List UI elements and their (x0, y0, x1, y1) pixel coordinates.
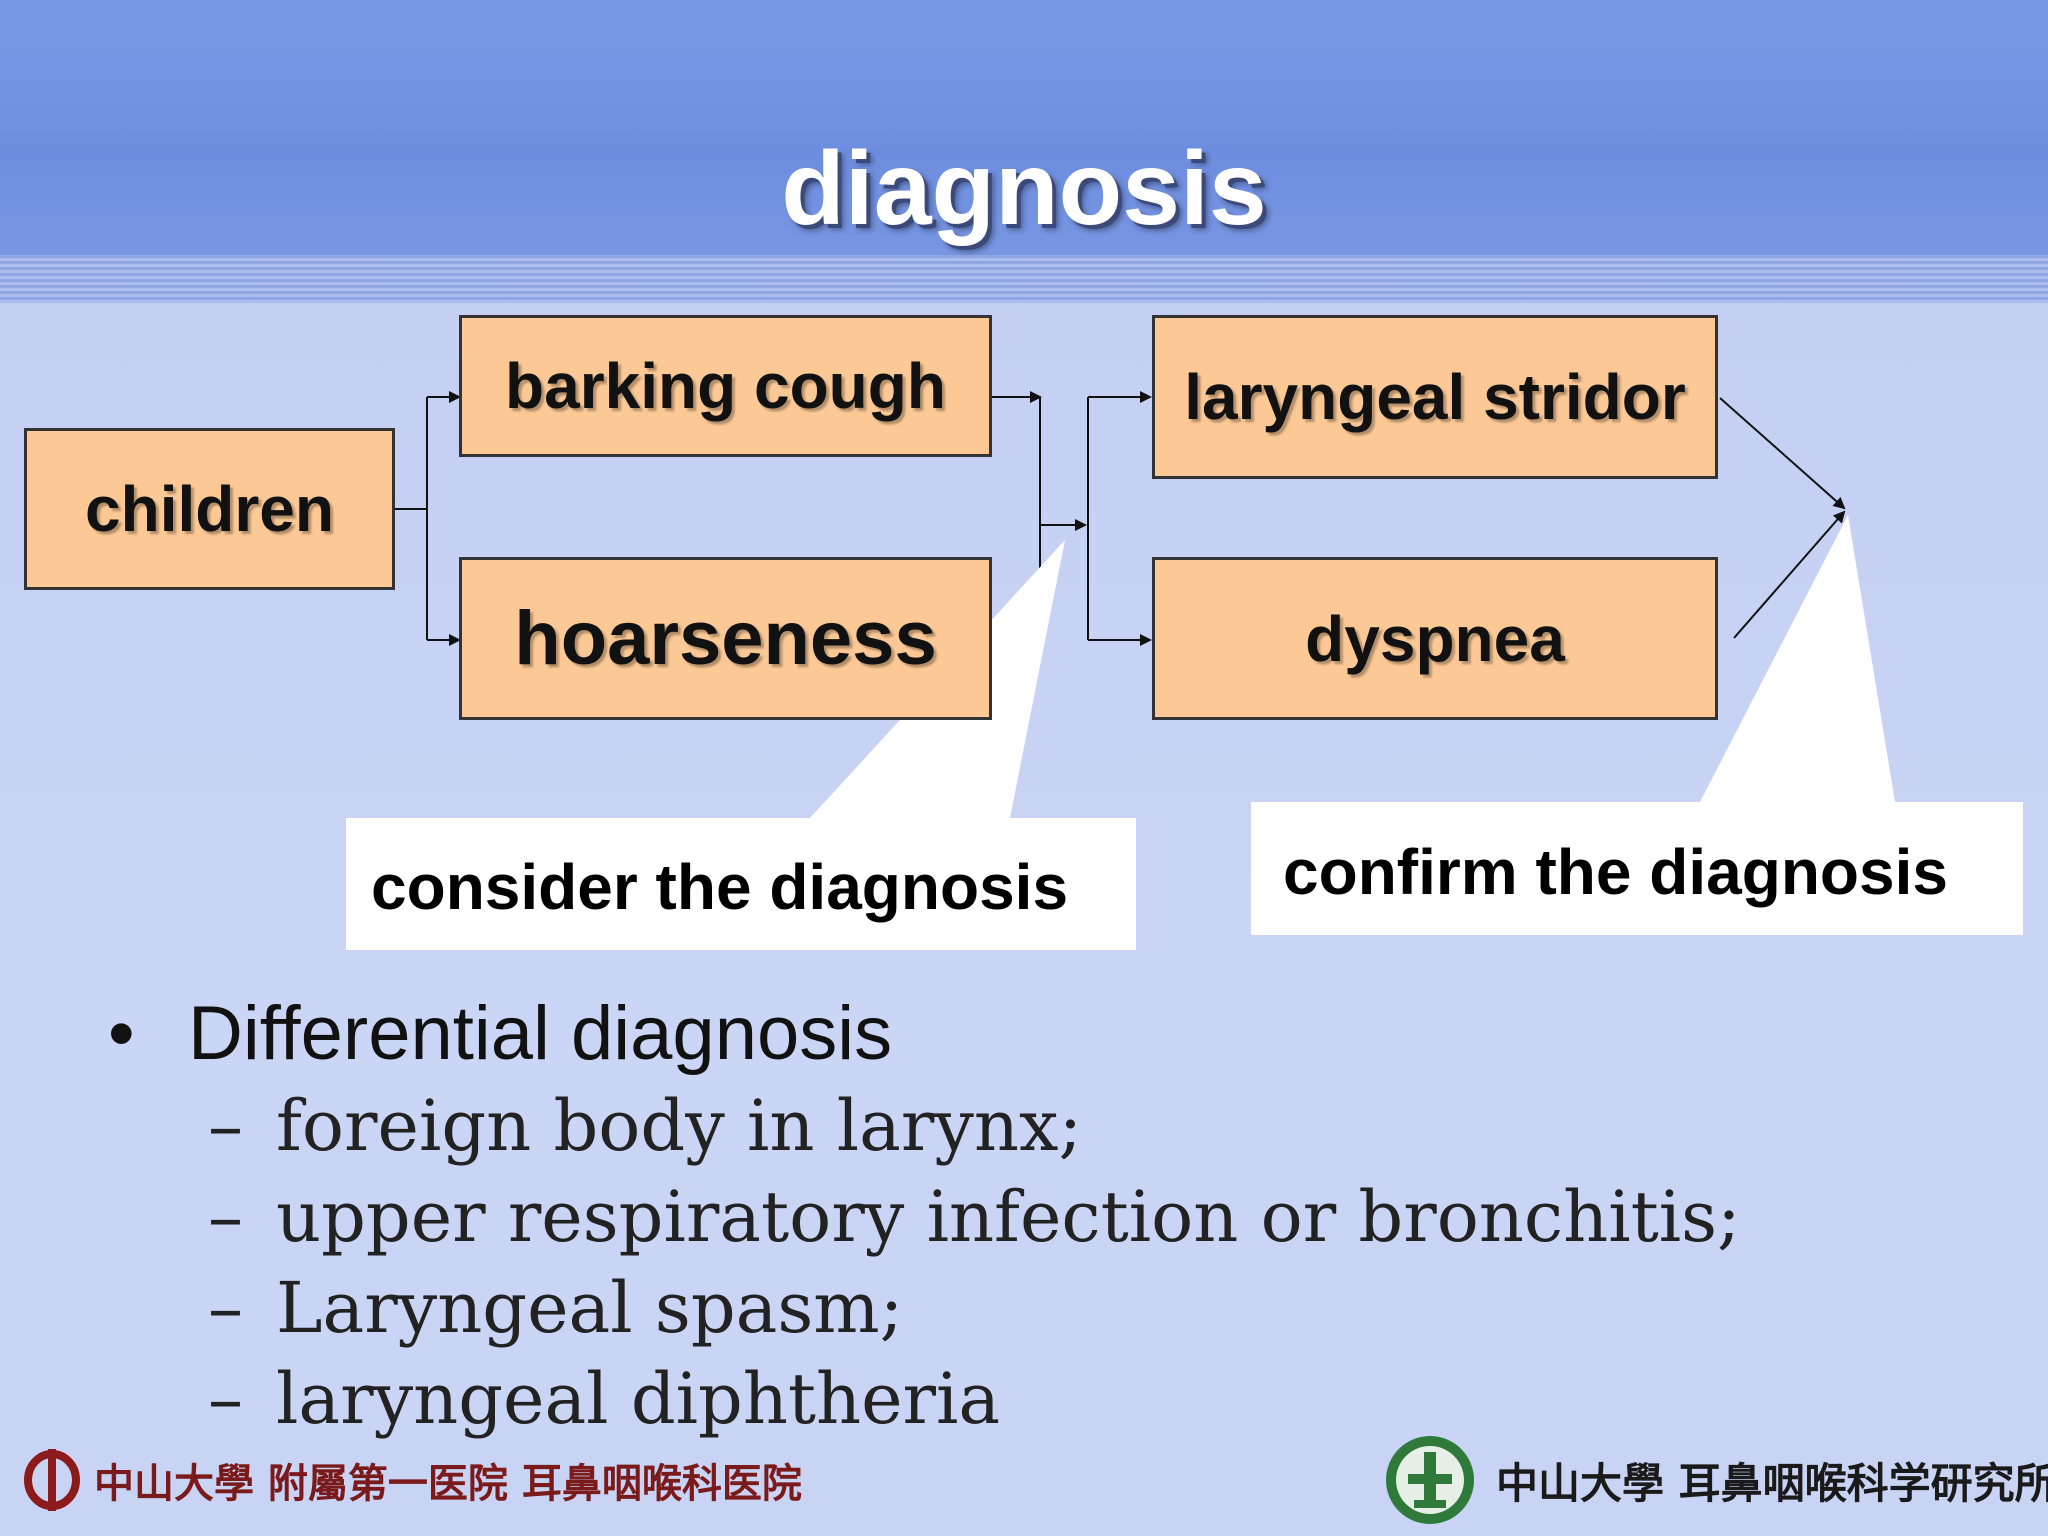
barking-cough-box: barking cough (459, 315, 992, 457)
confirm-callout-text: confirm the diagnosis (1283, 836, 1948, 908)
consider-callout-text: consider the diagnosis (371, 851, 1069, 923)
dash-icon: – (208, 1358, 243, 1440)
header-band (0, 0, 2048, 255)
children-box: children (24, 428, 395, 590)
split-connector (1087, 391, 1152, 646)
footer-left-text: 中山大學 附屬第一医院 耳鼻咽喉科医院 (94, 1460, 802, 1507)
hoarseness-box: hoarseness (459, 557, 992, 720)
bullet-icon: • (108, 991, 135, 1076)
differential-heading-text: Differential diagnosis (188, 991, 893, 1076)
hoarseness-label: hoarseness (514, 596, 937, 681)
dash-icon: – (208, 1267, 243, 1349)
children-label: children (85, 473, 334, 545)
university-emblem-icon (24, 1449, 80, 1511)
differential-item-text: laryngeal diphtheria (276, 1358, 1001, 1440)
footer-left-logo: 中山大學 附屬第一医院 耳鼻咽喉科医院 (22, 1440, 802, 1520)
laryngeal-stridor-box: laryngeal stridor (1152, 315, 1718, 479)
dash-icon: – (208, 1176, 243, 1258)
differential-item-text: upper respiratory infection or bronchiti… (276, 1176, 1741, 1258)
converge-connector (1719, 397, 1846, 639)
dyspnea-label: dyspnea (1305, 602, 1565, 675)
dyspnea-box: dyspnea (1152, 557, 1718, 720)
footer-right-logo: 中山大學 耳鼻咽喉科学研究所 (1378, 1430, 2048, 1530)
footer-right-text: 中山大學 耳鼻咽喉科学研究所 (1496, 1458, 2048, 1508)
dash-icon: – (208, 1085, 243, 1167)
consider-callout-box (346, 818, 1136, 950)
laryngeal-stridor-label: laryngeal stridor (1184, 361, 1686, 433)
slide-title: diagnosis (781, 131, 1267, 247)
header-stripes (0, 255, 2048, 303)
university-seal-icon (1386, 1436, 1474, 1524)
differential-item-text: Laryngeal spasm; (276, 1267, 904, 1349)
barking-cough-label: barking cough (505, 350, 946, 422)
differential-item-text: foreign body in larynx; (276, 1085, 1083, 1167)
confirm-callout-box (1251, 802, 2023, 935)
children-branch-connector (395, 391, 461, 646)
confirm-callout-pointer (1700, 515, 1895, 802)
